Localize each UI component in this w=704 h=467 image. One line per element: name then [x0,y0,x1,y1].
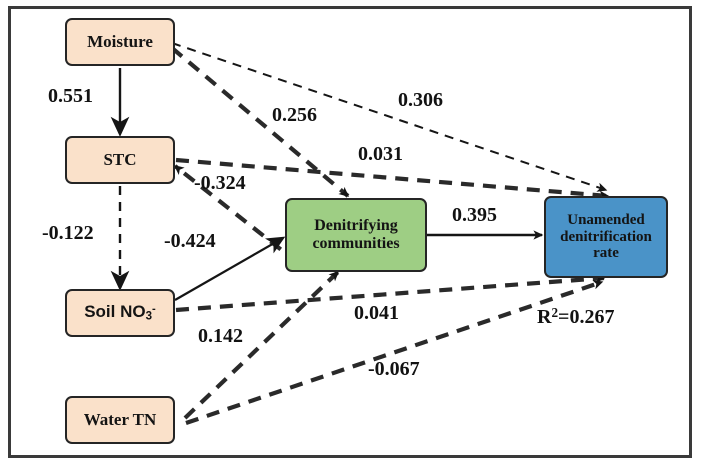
soil-no3-subscript: 3 [145,310,153,323]
coef-label-denitrifying-unamended: 0.395 [452,204,497,226]
node-water-tn[interactable]: Water TN [65,396,175,444]
node-stc-label: STC [103,150,137,170]
soil-no3-main: Soil NO [84,302,146,322]
arrow-soilno3-to-unamended [175,273,606,313]
coef-label-moisture-stc: 0.551 [48,85,93,107]
node-water-tn-label: Water TN [83,410,157,430]
arrow-soilno3-to-denitrifying [174,236,286,301]
node-moisture[interactable]: Moisture [65,18,175,66]
node-moisture-label: Moisture [87,32,153,52]
unamended-line-3: rate [593,245,619,262]
r-squared-annotation: R2=0.267 [537,305,614,329]
arrow-watertn-to-denitrifying [183,270,340,420]
unamended-line-2: denitrification [560,228,652,245]
node-denitrifying-communities[interactable]: Denitrifying communities [285,198,427,272]
coef-label-watertn-denitrifying: 0.142 [198,325,243,347]
coef-label-soilno3-denitrifying: -0.424 [164,230,216,252]
arrow-moisture-to-denitrifying [170,46,350,198]
coef-label-stc-unamended: 0.031 [358,143,403,165]
coef-label-watertn-stc: -0.324 [194,172,246,194]
arrow-stc-to-unamended [175,157,610,200]
coef-label-soilno3-unamended: 0.041 [354,302,399,324]
node-soil-no3-label: Soil NO3- [84,302,156,323]
node-soil-no3[interactable]: Soil NO3- [65,289,175,337]
coef-label-moisture-unamended: 0.306 [398,89,443,111]
r-squared-exponent: 2 [551,305,559,320]
denitrifying-line-1: Denitrifying [314,217,398,235]
coef-label-watertn-unamended: -0.067 [368,358,420,380]
unamended-line-1: Unamended [567,211,645,228]
coef-label-moisture-denitrifying: 0.256 [272,104,317,126]
denitrifying-line-2: communities [312,235,400,252]
coef-label-stc-soilno3: -0.122 [42,222,94,244]
node-stc[interactable]: STC [65,136,175,184]
node-unamended-denitrification-rate[interactable]: Unamended denitrification rate [544,196,668,278]
arrow-moisture-to-unamended [171,42,608,192]
soil-no3-superscript: - [152,303,156,316]
r-squared-value: =0.267 [558,305,615,328]
arrow-watertn-to-unamended [185,280,604,425]
r-squared-base: R [537,305,552,328]
